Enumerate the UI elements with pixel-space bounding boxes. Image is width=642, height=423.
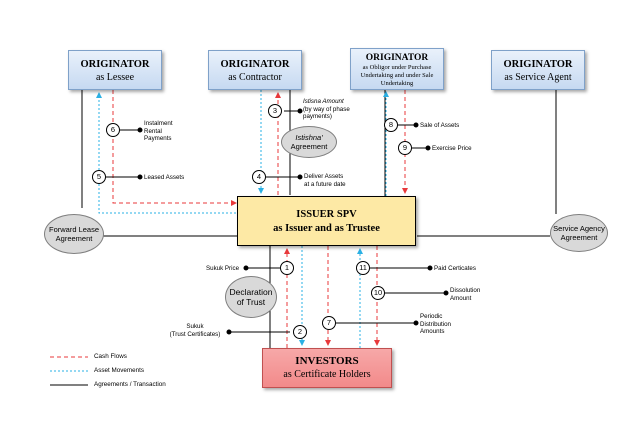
step-7-label-line2: Distribution bbox=[420, 320, 451, 328]
step-3-marker: 3 bbox=[268, 104, 282, 118]
istishna-agreement-ellipse: Istishna' Agreement bbox=[281, 126, 337, 158]
declaration-line2: of Trust bbox=[236, 297, 266, 307]
originator-service-agent-title: ORIGINATOR bbox=[503, 59, 573, 70]
step-2-label-line2: (Trust Certificates) bbox=[169, 330, 221, 338]
step-9-marker: 9 bbox=[398, 141, 412, 155]
step-9-label: Exercise Price bbox=[432, 145, 472, 153]
service-agency-agreement-ellipse: Service Agency Agreement bbox=[550, 214, 608, 252]
step-10-label: Dissolution Amount bbox=[450, 287, 480, 302]
legend-agreements: Agreements / Transaction bbox=[94, 381, 166, 388]
step-8-label-line1: Sale of Assets bbox=[420, 122, 460, 129]
step-4-marker: 4 bbox=[252, 170, 266, 184]
forward-lease-agreement-ellipse: Forward Lease Agreement bbox=[44, 214, 104, 254]
step-11-marker: 11 bbox=[356, 261, 370, 275]
originator-obligor-role: as Obligor under Purchase Undertaking an… bbox=[360, 64, 434, 87]
step-11-label: Paid Certicates bbox=[434, 265, 476, 273]
originator-lessee: ORIGINATOR as Lessee bbox=[68, 50, 162, 90]
investors-box: INVESTORS as Certificate Holders bbox=[262, 348, 392, 388]
step-1-label: Sukuk Price bbox=[206, 265, 239, 273]
legend-lines bbox=[50, 356, 88, 386]
issuer-spv-role: as Issuer and as Trustee bbox=[273, 223, 380, 234]
step-2-label: Sukuk (Trust Certificates) bbox=[165, 323, 225, 338]
step-4-label-line2: at a future date bbox=[304, 180, 346, 188]
step-2-marker: 2 bbox=[293, 325, 307, 339]
step-7-label-line1: Periodic bbox=[420, 313, 443, 320]
step-1-marker: 1 bbox=[280, 261, 294, 275]
step-5-label-line1: Leased Assets bbox=[144, 174, 185, 181]
originator-service-agent-role: as Service Agent bbox=[504, 72, 572, 83]
service-agency-line1: Service Agency bbox=[553, 224, 605, 233]
step-6-label-line1: Instalment bbox=[144, 120, 173, 127]
step-6-label-line3: Payments bbox=[144, 135, 172, 142]
originator-service-agent: ORIGINATOR as Service Agent bbox=[491, 50, 585, 90]
step-7-label: Periodic Distribution Amounts bbox=[420, 313, 451, 336]
originator-lessee-role: as Lessee bbox=[95, 72, 135, 83]
step-3-label-line1: Istisna Amount bbox=[303, 98, 344, 105]
step-9-label-line1: Exercise Price bbox=[432, 145, 472, 152]
originator-obligor-title: ORIGINATOR bbox=[365, 53, 429, 63]
step-4-label: Deliver Assets at a future date bbox=[304, 173, 346, 188]
step-10-label-line2: Amount bbox=[450, 294, 472, 302]
issuer-spv: ISSUER SPV as Issuer and as Trustee bbox=[237, 196, 416, 246]
step-7-label-line3: Amounts bbox=[420, 328, 445, 335]
step-3-label-line3: payments) bbox=[303, 113, 332, 120]
step-6-label: Instalment Rental Payments bbox=[144, 120, 173, 143]
investors-role: as Certificate Holders bbox=[283, 369, 371, 380]
forward-lease-line2: Agreement bbox=[55, 234, 93, 243]
label-leaders bbox=[106, 108, 449, 335]
step-8-label: Sale of Assets bbox=[420, 122, 459, 130]
issuer-spv-title: ISSUER SPV bbox=[296, 209, 357, 220]
originator-contractor-title: ORIGINATOR bbox=[220, 59, 290, 70]
legend-asset-movements: Asset Movements bbox=[94, 367, 145, 374]
step-5-marker: 5 bbox=[92, 170, 106, 184]
istishna-line2: Agreement bbox=[290, 142, 328, 151]
step-3-label-line2: (by way of phase bbox=[303, 105, 350, 113]
step-3-label: Istisna Amount (by way of phase payments… bbox=[303, 98, 350, 121]
originator-lessee-title: ORIGINATOR bbox=[80, 59, 150, 70]
originator-obligor: ORIGINATOR as Obligor under Purchase Und… bbox=[350, 48, 444, 90]
step-6-label-line2: Rental bbox=[144, 127, 162, 135]
originator-contractor-role: as Contractor bbox=[228, 72, 282, 83]
step-1-label-line1: Sukuk Price bbox=[206, 265, 240, 272]
step-4-label-line1: Deliver Assets bbox=[304, 173, 344, 180]
originator-contractor: ORIGINATOR as Contractor bbox=[208, 50, 302, 90]
step-2-label-line1: Sukuk bbox=[186, 323, 204, 330]
step-11-label-line1: Paid Certicates bbox=[434, 265, 476, 272]
legend-cash-flows: Cash Flows bbox=[94, 353, 127, 360]
declaration-line1: Declaration bbox=[229, 287, 273, 297]
forward-lease-line1: Forward Lease bbox=[48, 225, 100, 234]
step-8-marker: 8 bbox=[384, 118, 398, 132]
step-10-label-line1: Dissolution bbox=[450, 287, 481, 294]
step-7-marker: 7 bbox=[322, 316, 336, 330]
service-agency-line2: Agreement bbox=[560, 233, 598, 242]
investors-title: INVESTORS bbox=[295, 355, 359, 367]
declaration-of-trust-ellipse: Declaration of Trust bbox=[225, 276, 277, 318]
step-10-marker: 10 bbox=[371, 286, 385, 300]
step-5-label: Leased Assets bbox=[144, 174, 184, 182]
istishna-line1: Istishna' bbox=[295, 133, 323, 142]
step-6-marker: 6 bbox=[106, 123, 120, 137]
